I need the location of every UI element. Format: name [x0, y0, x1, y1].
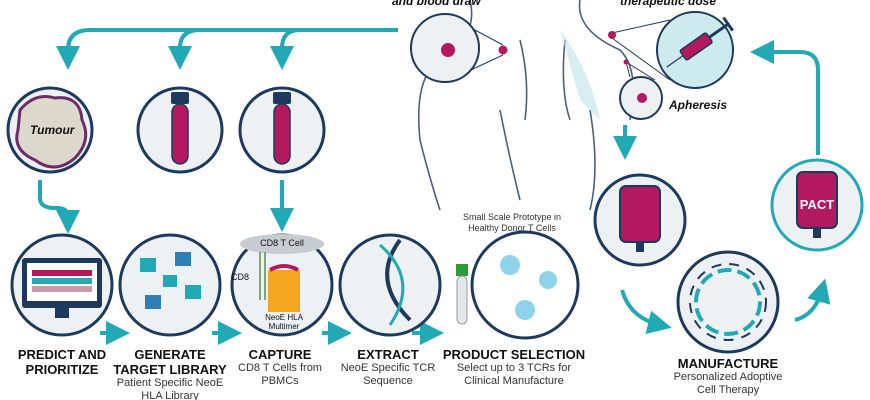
therapeutic-dose-label: therapeutic dose — [620, 0, 717, 8]
step-subtitle: PBMCs — [261, 375, 299, 387]
multimer-line1: NeoE HLA — [265, 313, 303, 322]
tumour-icon — [6, 86, 94, 174]
cd8-t-cell-label: CD8 T Cell — [260, 238, 304, 248]
step-subtitle: Cell Therapy — [696, 384, 760, 396]
step-title: PRIORITIZE — [25, 362, 99, 377]
tcell-culture-icon — [470, 230, 580, 340]
step-title: EXTRACT — [357, 347, 419, 362]
apheresis-label: Apheresis — [669, 98, 728, 112]
cell-bag-icon — [593, 173, 687, 267]
apheresis-inset — [619, 59, 663, 120]
test-tube-icon — [456, 264, 468, 325]
step-subtitle: Clinical Manufacture — [464, 375, 564, 387]
target-library-icon — [118, 233, 222, 337]
blood-draw-inset — [410, 13, 508, 83]
step-subtitle: Select up to 3 TCRs for — [456, 362, 572, 374]
tumour-label: Tumour — [30, 123, 75, 137]
body-silhouette-icon — [417, 0, 635, 211]
step-subtitle: HLA Library — [141, 390, 199, 400]
capture-icon — [230, 233, 334, 337]
top-flow-arrow-icon — [38, 28, 831, 345]
dose-inset — [608, 11, 734, 89]
step-subtitle: Sequence — [363, 375, 413, 387]
multimer-line2: Multimer — [268, 322, 300, 331]
step-title: PRODUCT SELECTION — [442, 347, 586, 362]
pact-bag-label: PACT — [799, 197, 835, 212]
step-title: TARGET LIBRARY — [113, 362, 227, 377]
blood-tube-icon — [238, 86, 326, 174]
monitor-icon — [10, 233, 114, 337]
step-subtitle: Personalized Adoptive — [673, 371, 783, 383]
prototype-line2: Healthy Donor T Cells — [468, 223, 556, 233]
blood-draw-label: and blood draw — [392, 0, 481, 8]
syringe-icon — [666, 16, 734, 68]
step-title: MANUFACTURE — [677, 356, 779, 371]
step-subtitle: Patient Specific NeoE — [116, 377, 224, 389]
blood-tube-icon — [136, 86, 224, 174]
prototype-line1: Small Scale Prototype in — [462, 212, 562, 222]
manufacture-dna-ring-icon — [676, 250, 780, 354]
step-subtitle: CD8 T Cells from — [238, 362, 322, 374]
step-subtitle: NeoE Specific TCR — [340, 362, 436, 374]
dna-icon — [338, 233, 442, 337]
step-title: GENERATE — [134, 347, 206, 362]
step-title: CAPTURE — [248, 347, 312, 362]
step-title: PREDICT AND — [17, 347, 107, 362]
pact-bag-icon — [770, 158, 864, 252]
cd8-label: CD8 — [230, 272, 250, 282]
